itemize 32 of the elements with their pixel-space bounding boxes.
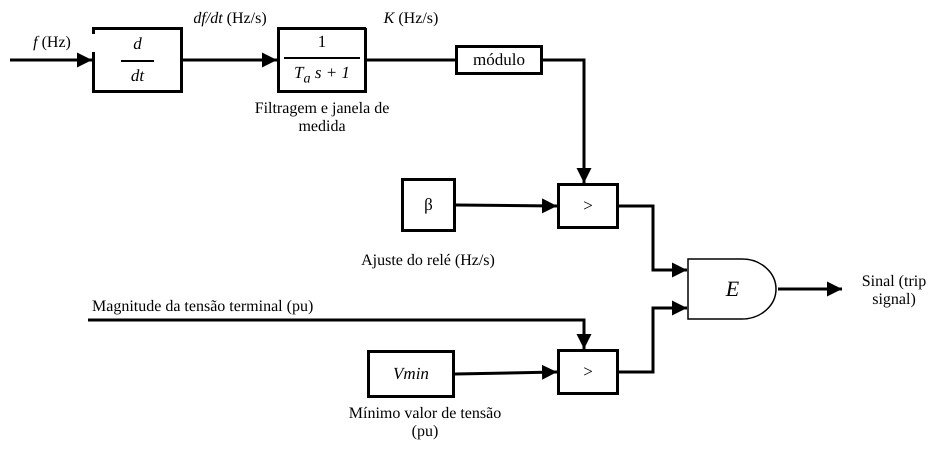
block-caption: Filtragem e janela de medida bbox=[254, 100, 390, 137]
comparator-block bbox=[557, 349, 619, 395]
absolute-value-block bbox=[455, 45, 543, 75]
connector-arrow bbox=[88, 318, 592, 349]
denominator: T$_{a}$ s + 1 bbox=[284, 57, 360, 88]
connector-arrow bbox=[183, 52, 277, 68]
connector-arrow bbox=[10, 52, 92, 68]
block-caption: Ajuste do relé (Hz/s) bbox=[360, 252, 496, 270]
numerator: 1 bbox=[318, 32, 326, 52]
and-gate bbox=[687, 258, 778, 320]
connector-arrow bbox=[454, 364, 558, 380]
output-label-text: Sinal (trip signal) bbox=[860, 273, 928, 309]
connector-arrow bbox=[778, 282, 842, 296]
connector-arrow bbox=[456, 198, 558, 214]
transfer-function-block bbox=[277, 27, 367, 93]
numerator: d bbox=[133, 34, 142, 54]
derivative-block bbox=[92, 27, 183, 93]
denominator: dt bbox=[120, 60, 154, 86]
connector-arrow bbox=[619, 300, 687, 374]
setpoint-block bbox=[367, 350, 455, 398]
block-label: > bbox=[583, 362, 593, 382]
block-label: > bbox=[583, 196, 593, 216]
comparator-block bbox=[557, 183, 619, 229]
connector-arrow bbox=[543, 58, 592, 183]
block-caption: Mínimo valor de tensão (pu) bbox=[348, 405, 502, 442]
block-label: β bbox=[424, 196, 433, 214]
signal-label: Magnitude da tensão terminal (pu) bbox=[92, 298, 314, 316]
setpoint-block bbox=[401, 178, 456, 232]
block-label: Vmin bbox=[393, 364, 429, 384]
block-label: módulo bbox=[473, 50, 525, 70]
block-label: E bbox=[726, 276, 740, 302]
connector-arrow bbox=[619, 204, 687, 278]
